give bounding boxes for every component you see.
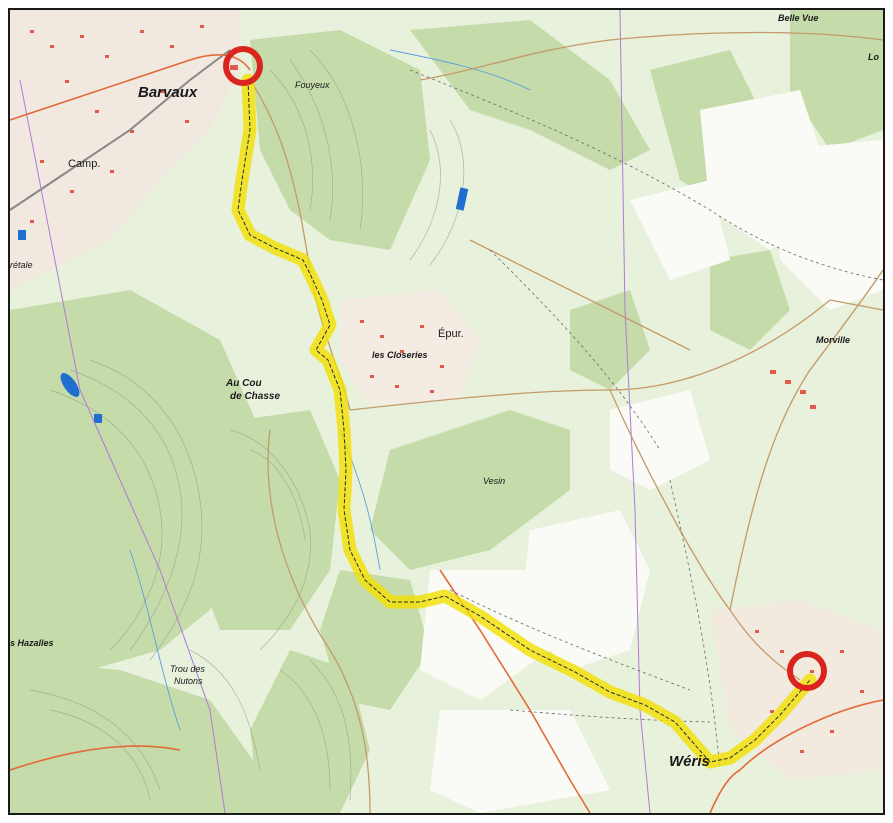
label-vesin: Vesin bbox=[483, 476, 506, 486]
label-fouyeux: Fouyeux bbox=[295, 80, 330, 90]
label-trou-des: Trou des bbox=[170, 664, 205, 674]
map-canvas[interactable] bbox=[10, 10, 883, 813]
water-bodies bbox=[18, 187, 469, 423]
route-path-line bbox=[237, 79, 811, 763]
label-de-chasse: de Chasse bbox=[230, 391, 281, 402]
label-les-closeries: les Closeries bbox=[372, 350, 428, 360]
label-nutons: Nutons bbox=[174, 676, 203, 686]
contour-lines bbox=[29, 49, 465, 801]
label-camp: Camp. bbox=[68, 158, 101, 170]
end-marker-icon[interactable] bbox=[787, 651, 827, 691]
label-hazalles: s Hazalles bbox=[10, 638, 54, 648]
closeries-urban-area bbox=[340, 290, 480, 405]
open-fields bbox=[420, 90, 883, 813]
topographic-map[interactable]: Barvaux Fouyeux Camp. rétale Belle Vue L… bbox=[8, 8, 885, 815]
label-barvaux: Barvaux bbox=[138, 84, 198, 101]
railway bbox=[10, 49, 231, 211]
label-belle-vue: Belle Vue bbox=[778, 13, 819, 23]
label-au-cou: Au Cou bbox=[226, 378, 262, 389]
label-weris: Wéris bbox=[669, 753, 710, 770]
label-lo: Lo bbox=[868, 52, 879, 62]
footpaths bbox=[409, 69, 883, 771]
power-lines bbox=[19, 10, 651, 813]
start-marker-icon[interactable] bbox=[223, 46, 263, 86]
label-retale: rétale bbox=[10, 260, 33, 270]
buildings bbox=[30, 25, 864, 753]
label-epur: Épur. bbox=[438, 328, 464, 340]
label-morville: Morville bbox=[816, 335, 851, 345]
